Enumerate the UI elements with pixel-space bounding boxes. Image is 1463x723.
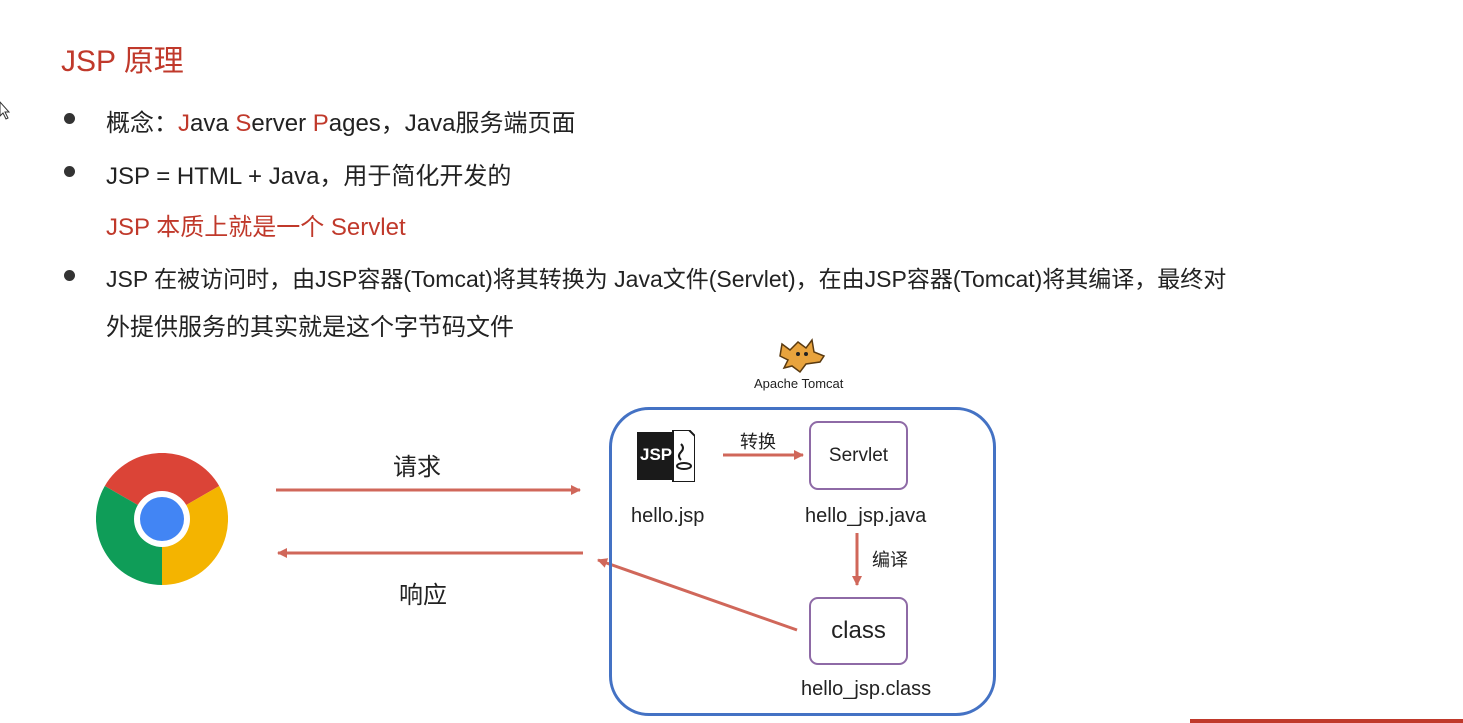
bullet-jsp-servlet-note: JSP 本质上就是一个 Servlet [106, 214, 406, 241]
bullet-dot [64, 270, 75, 281]
bullet-access-line2: 外提供服务的其实就是这个字节码文件 [106, 314, 514, 341]
bottom-accent-bar [1190, 719, 1463, 723]
acronym-letter-j: J [178, 110, 190, 137]
word-ages: ages [328, 110, 381, 137]
bullet-concept: 概念：Java Server Pages，Java服务端页面 [106, 103, 576, 138]
class-node: class [809, 597, 908, 665]
jsp-icon-text: JSP [640, 445, 673, 464]
bullet-access-line1: JSP 在被访问时，由JSP容器(Tomcat)将其转换为 Java文件(Ser… [106, 266, 1227, 292]
chrome-browser-icon [96, 453, 228, 585]
tomcat-label: Apache Tomcat [754, 376, 844, 391]
tomcat-container [609, 407, 996, 716]
java-file-label: hello_jsp.java [805, 505, 927, 527]
response-label: 响应 [399, 582, 447, 609]
bullet-dot [64, 113, 75, 124]
acronym-letter-p: P [312, 110, 329, 137]
class-file-label: hello_jsp.class [801, 678, 932, 700]
word-erver: erver [251, 110, 313, 137]
bullet-dot [64, 166, 75, 177]
class-node-label: class [831, 617, 886, 644]
jsp-file-label: hello.jsp [631, 505, 705, 527]
mouse-cursor-icon [0, 101, 10, 120]
concept-prefix: 概念： [106, 110, 178, 137]
compile-label: 编译 [872, 550, 908, 570]
jsp-file-icon: JSP [637, 429, 696, 483]
class-return-arrow [597, 558, 798, 632]
tomcat-logo-icon [779, 338, 826, 374]
servlet-node: Servlet [809, 421, 908, 490]
servlet-node-label: Servlet [828, 444, 889, 466]
request-label: 请求 [393, 454, 441, 481]
page-title: JSP 原理 [61, 45, 184, 78]
word-ava: ava [190, 110, 236, 137]
bullet-jsp-definition: JSP = HTML + Java，用于简化开发的 [106, 163, 512, 190]
convert-label: 转换 [740, 432, 776, 452]
concept-suffix: ，Java服务端页面 [380, 110, 576, 137]
acronym-letter-s: S [235, 110, 252, 137]
